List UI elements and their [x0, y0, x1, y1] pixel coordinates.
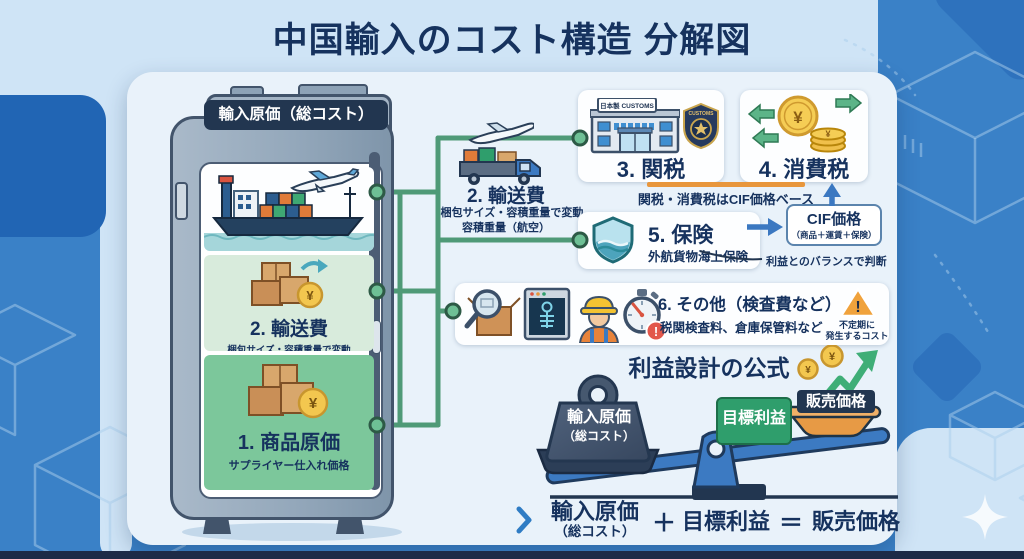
- cargo-ship-icon: [211, 175, 365, 236]
- other-warning-line2: 発生するコスト: [825, 331, 889, 341]
- sale-price-label: 販売価格: [797, 390, 875, 413]
- formula-plus: ＋: [651, 509, 676, 537]
- inspection-icons: !: [464, 287, 667, 343]
- stopwatch-icon: !: [623, 289, 667, 342]
- svg-text:¥: ¥: [805, 365, 811, 376]
- profit-design-title: 利益設計の公式: [628, 355, 790, 381]
- rising-profit-arrow-icon: [821, 350, 878, 401]
- background-dark-corner: [0, 95, 106, 237]
- airplane-icon: [290, 168, 360, 193]
- weight-label-line1: 輸入原価: [566, 409, 631, 426]
- sparkle-icon: [962, 494, 1008, 540]
- cif-box-title: CIF価格: [806, 211, 862, 228]
- freight-heading: 2. 輸送費: [249, 319, 329, 340]
- target-profit-box: 目標利益: [716, 397, 792, 445]
- other-warning-line1: 不定期に: [838, 320, 875, 330]
- other-sub: 税関検査料、倉庫保管料など: [660, 321, 823, 335]
- other-heading: 6. その他（検査費など）: [658, 296, 842, 314]
- svg-text:¥: ¥: [793, 108, 803, 127]
- container-label: 輸入原価（総コスト）: [204, 100, 388, 130]
- container-section-goods: ¥ 1. 商品原価 サプライヤー仕入れ価格: [204, 355, 374, 490]
- marine-insurance-shield-icon: [592, 216, 634, 264]
- yen-coin-icon: [797, 358, 819, 380]
- weight-label-line2: （総コスト）: [562, 429, 635, 443]
- container-handle-left: [175, 182, 188, 220]
- shipping-heading: 2. 輸送費: [466, 186, 546, 207]
- chevron-right-icon: [516, 506, 532, 534]
- formula-term-cost: 輸入原価 （総コスト）: [544, 500, 646, 540]
- svg-text:¥: ¥: [306, 288, 314, 303]
- shipping-sub1: 梱包サイズ・容積重量で変動: [440, 207, 584, 219]
- xray-monitor-icon: [523, 287, 571, 341]
- formula-result-price: 販売価格: [811, 509, 900, 534]
- profit-formula: 輸入原価 （総コスト） ＋ 目標利益 ＝ 販売価格: [508, 492, 900, 548]
- balance-scale-illustration: ¥ ¥: [536, 345, 898, 500]
- insurance-heading: 5. 保険: [648, 224, 714, 247]
- customs-badge-icon: CUSTOMS: [683, 102, 719, 150]
- cif-base-note: 関税・消費税はCIF価格ベース: [637, 192, 815, 207]
- warning-triangle-icon: !: [839, 287, 877, 318]
- container-section-transport-art: [204, 167, 374, 251]
- yen-coin-icon: [820, 345, 844, 368]
- formula-equals: ＝: [778, 509, 803, 537]
- boxes-yen-arrow-icon: ¥: [251, 259, 328, 309]
- balance-judgement-note: 利益とのバランスで判断: [766, 256, 887, 268]
- page-title: 中国輸入のコスト構造 分解図: [272, 21, 752, 60]
- freight-sub: 梱包サイズ・容積重量で変動: [227, 345, 351, 351]
- box-magnifier-icon: [464, 289, 521, 336]
- formula-term-profit: 目標利益: [681, 509, 770, 534]
- boxes-yen-icon: ¥: [248, 364, 329, 419]
- left-pan-and-weight: [536, 374, 660, 475]
- svg-text:日本製 CUSTOMS: 日本製 CUSTOMS: [600, 101, 654, 110]
- ship-plane-illustration: [204, 168, 374, 251]
- truck-icon: [459, 147, 541, 185]
- insurance-to-cif-arrow-icon: [747, 218, 783, 236]
- cif-up-arrow-icon: [823, 183, 841, 206]
- svg-text:¥: ¥: [825, 129, 830, 139]
- balance-note-leader-line: [699, 250, 763, 261]
- svg-text:CUSTOMS: CUSTOMS: [689, 111, 715, 117]
- formula-cost-line1: 輸入原価: [550, 499, 639, 524]
- customs-building-icon: 日本製 CUSTOMS: [590, 98, 680, 154]
- airplane-outline-icon: [468, 122, 534, 145]
- tax-coins-arrows-icon: ¥ ¥: [748, 94, 862, 153]
- consumption-tax-heading: 4. 消費税: [758, 157, 850, 182]
- weight-label: 輸入原価 （総コスト）: [547, 403, 651, 444]
- goods-sub: サプライヤー仕入れ価格: [228, 460, 350, 472]
- insurance-sub: 外航貨物海上保険: [648, 250, 749, 264]
- cif-note-underline: [647, 182, 805, 187]
- bottom-navy-bar: [0, 551, 1024, 559]
- cif-box-sub: （商品＋運賃＋保険）: [791, 230, 877, 240]
- inspector-worker-icon: [578, 295, 620, 343]
- shipping-sub2: 容積重量（航空）: [462, 222, 550, 234]
- container-section-freight: ¥ 2. 輸送費 梱包サイズ・容積重量で変動: [204, 255, 374, 351]
- customs-heading: 3. 関税: [616, 157, 686, 182]
- svg-text:¥: ¥: [829, 351, 836, 363]
- formula-cost-line2: （総コスト）: [554, 524, 636, 539]
- svg-text:¥: ¥: [309, 395, 318, 412]
- background-bottom-right-light: [895, 428, 1024, 559]
- svg-text:!: !: [855, 299, 860, 316]
- svg-text:!: !: [654, 324, 658, 339]
- connector-node: [368, 129, 589, 434]
- goods-heading: 1. 商品原価: [237, 432, 341, 454]
